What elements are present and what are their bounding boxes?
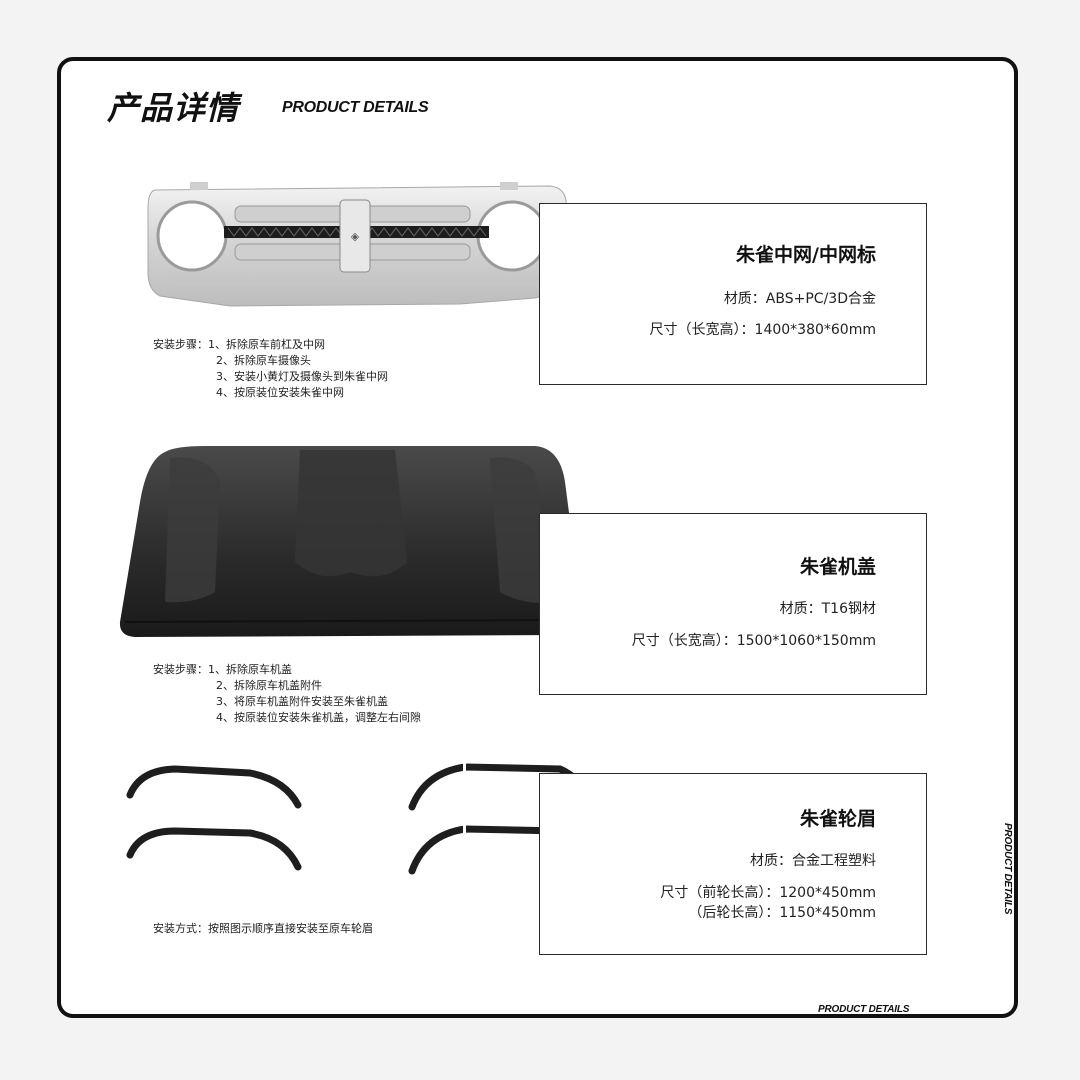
side-label: PRODUCT DETAILS (1002, 823, 1013, 915)
steps-prefix: 安装步骤： (153, 338, 208, 351)
bottom-label: PRODUCT DETAILS (818, 1004, 910, 1015)
install-steps-hood: 安装步骤：1、拆除原车机盖 2、拆除原车机盖附件 3、将原车机盖附件安装至朱雀机… (153, 662, 421, 726)
step-item: 4、按原装位安装朱雀机盖，调整左右间隙 (216, 711, 421, 724)
steps-prefix: 安装步骤： (153, 663, 208, 676)
fender-flares-image (126, 761, 596, 875)
step-item: 1、拆除原车前杠及中网 (208, 338, 325, 351)
step-item: 1、拆除原车机盖 (208, 663, 292, 676)
product-name: 朱雀机盖 (799, 556, 876, 578)
product-material: 材质：ABS+PC/3D合金 (723, 291, 876, 307)
hood-image (119, 446, 584, 637)
svg-text:◈: ◈ (351, 230, 360, 243)
install-steps-grille: 安装步骤：1、拆除原车前杠及中网 2、拆除原车摄像头 3、安装小黄灯及摄像头到朱… (153, 337, 388, 401)
step-item: 2、拆除原车摄像头 (216, 354, 311, 367)
step-item: 2、拆除原车机盖附件 (216, 679, 322, 692)
product-size: 尺寸（长宽高）：1400*380*60mm (649, 322, 876, 338)
page-title-en: PRODUCT DETAILS (282, 99, 429, 116)
product-size-rear: （后轮长高）：1150*450mm (688, 905, 876, 921)
product-material: 材质：合金工程塑料 (750, 853, 876, 869)
product-info-hood: 朱雀机盖 材质：T16钢材 尺寸（长宽高）：1500*1060*150mm (539, 513, 927, 695)
product-name: 朱雀中网/中网标 (736, 244, 876, 266)
step-item: 4、按原装位安装朱雀中网 (216, 386, 344, 399)
install-method-text: 安装方式：按照图示顺序直接安装至原车轮眉 (153, 922, 373, 935)
product-size-front: 尺寸（前轮长高）：1200*450mm (660, 885, 876, 901)
step-item: 3、安装小黄灯及摄像头到朱雀中网 (216, 370, 388, 383)
product-info-fender: 朱雀轮眉 材质：合金工程塑料 尺寸（前轮长高）：1200*450mm （后轮长高… (539, 773, 927, 955)
product-info-grille: 朱雀中网/中网标 材质：ABS+PC/3D合金 尺寸（长宽高）：1400*380… (539, 203, 927, 385)
step-item: 3、将原车机盖附件安装至朱雀机盖 (216, 695, 388, 708)
product-material: 材质：T16钢材 (779, 601, 876, 617)
install-method-fender: 安装方式：按照图示顺序直接安装至原车轮眉 (153, 921, 373, 937)
page-title: 产品详情 (107, 89, 240, 127)
product-name: 朱雀轮眉 (799, 808, 876, 830)
product-size: 尺寸（长宽高）：1500*1060*150mm (631, 633, 876, 649)
grille-image: ◈ (147, 182, 567, 307)
